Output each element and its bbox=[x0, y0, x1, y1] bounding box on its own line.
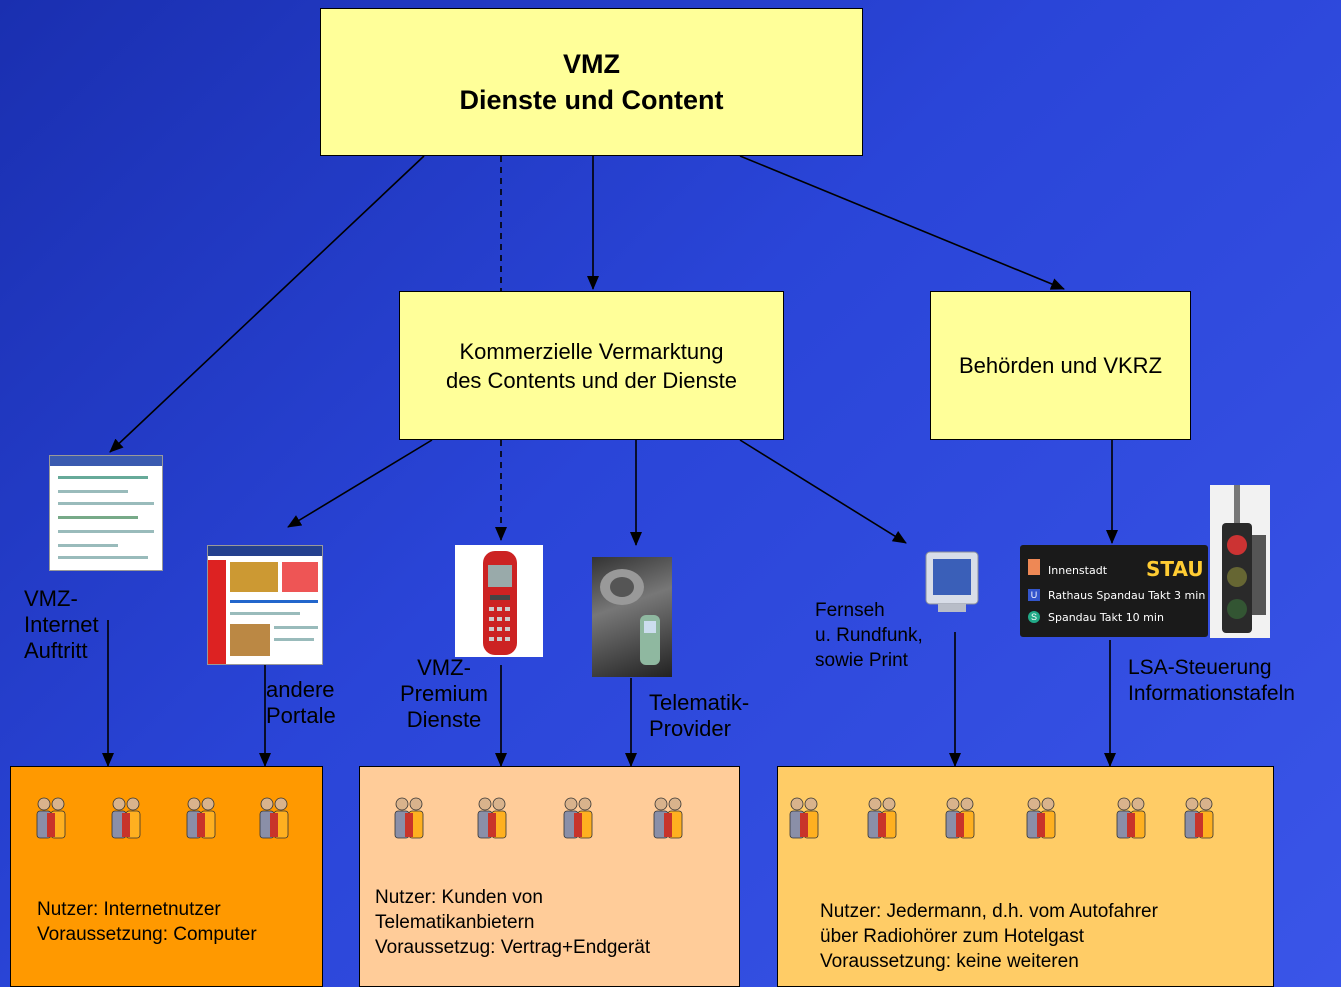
fernseh-label-line2: u. Rundfunk, bbox=[815, 625, 923, 646]
group-2-line2: Telematikanbietern bbox=[375, 912, 535, 933]
car-telematics-device-icon bbox=[592, 557, 672, 677]
tv-monitor-icon bbox=[924, 550, 980, 616]
board-line-3: Spandau Takt 10 min bbox=[1048, 611, 1164, 624]
user-group-icon bbox=[560, 796, 596, 840]
premium-label-line3: Dienste bbox=[406, 707, 482, 732]
traffic-light-icon bbox=[1210, 485, 1270, 638]
telematik-label-line1: Telematik- bbox=[649, 690, 750, 715]
lsa-label-line1: LSA-Steuerung bbox=[1128, 656, 1272, 679]
user-group-telematik: Nutzer: Kunden von Telematikanbietern Vo… bbox=[359, 766, 740, 987]
authorities-box: Behörden und VKRZ bbox=[930, 291, 1191, 440]
board-status: STAU bbox=[1146, 557, 1204, 581]
fernseh-label-line1: Fernseh bbox=[815, 600, 885, 621]
fernseh-channel-label: Fernseh u. Rundfunk, sowie Print bbox=[815, 598, 923, 673]
group-2-line1: Nutzer: Kunden von bbox=[375, 887, 543, 908]
user-group-icon bbox=[1023, 796, 1059, 840]
lsa-channel-label: LSA-Steuerung Informationstafeln bbox=[1128, 655, 1295, 707]
vmz-services-box: VMZ Dienste und Content bbox=[320, 8, 863, 156]
telematik-label-line2: Provider bbox=[649, 716, 731, 741]
user-group-icon bbox=[474, 796, 510, 840]
arrow-vmz-to-internet bbox=[109, 155, 425, 453]
premium-label-line1: VMZ- bbox=[417, 655, 471, 680]
portale-label-line2: Portale bbox=[266, 703, 336, 728]
group-2-line3: Voraussetzug: Vertrag+Endgerät bbox=[375, 937, 651, 958]
internet-channel-label: VMZ- Internet Auftritt bbox=[24, 586, 99, 664]
fernseh-label-line3: sowie Print bbox=[815, 650, 908, 671]
portale-channel-label: andere Portale bbox=[266, 677, 336, 729]
internet-label-line2: Internet bbox=[24, 612, 99, 637]
group-3-line2: über Radiohörer zum Hotelgast bbox=[820, 926, 1085, 947]
group-2-text: Nutzer: Kunden von Telematikanbietern Vo… bbox=[375, 885, 650, 960]
portal-screenshot-icon bbox=[207, 545, 323, 665]
user-group-icon bbox=[391, 796, 427, 840]
komm-box-line1: Kommerzielle Vermarktung bbox=[459, 338, 724, 364]
beh-box-label: Behörden und VKRZ bbox=[958, 352, 1163, 378]
user-group-icon bbox=[786, 796, 822, 840]
portale-label-line1: andere bbox=[266, 677, 335, 702]
premium-label-line2: Premium bbox=[400, 681, 489, 706]
user-group-icon bbox=[942, 796, 978, 840]
board-line-1: Innenstadt bbox=[1048, 564, 1108, 577]
user-group-icon bbox=[1113, 796, 1149, 840]
board-line-2: Rathaus Spandau Takt 3 min bbox=[1048, 589, 1206, 602]
internet-label-line3: Auftritt bbox=[24, 638, 88, 663]
commercial-marketing-box: Kommerzielle Vermarktung des Contents un… bbox=[399, 291, 784, 440]
group-1-line2: Voraussetzung: Computer bbox=[37, 924, 257, 945]
group-1-line1: Nutzer: Internetnutzer bbox=[37, 899, 221, 920]
arrow-vmz-to-behoerden bbox=[739, 155, 1065, 290]
group-3-text: Nutzer: Jedermann, d.h. vom Autofahrer ü… bbox=[820, 899, 1158, 974]
lsa-label-line2: Informationstafeln bbox=[1128, 682, 1295, 705]
user-group-icon bbox=[864, 796, 900, 840]
mobile-phone-icon bbox=[455, 545, 543, 657]
user-group-icon bbox=[1181, 796, 1217, 840]
user-group-icon bbox=[183, 796, 219, 840]
group-1-text: Nutzer: Internetnutzer Voraussetzung: Co… bbox=[37, 897, 257, 947]
group-3-line1: Nutzer: Jedermann, d.h. vom Autofahrer bbox=[820, 901, 1158, 922]
arrow-komm-to-fernseh bbox=[739, 439, 907, 544]
arrow-komm-to-portale bbox=[287, 439, 433, 528]
telematik-channel-label: Telematik- Provider bbox=[649, 690, 749, 742]
user-group-icon bbox=[108, 796, 144, 840]
internet-label-line1: VMZ- bbox=[24, 586, 78, 611]
browser-screenshot-icon bbox=[49, 455, 163, 571]
user-group-icon bbox=[33, 796, 69, 840]
user-group-icon bbox=[650, 796, 686, 840]
premium-channel-label: VMZ- Premium Dienste bbox=[400, 655, 488, 733]
group-3-line3: Voraussetzung: keine weiteren bbox=[820, 951, 1079, 972]
user-group-icon bbox=[256, 796, 292, 840]
komm-box-line2: des Contents und der Dienste bbox=[445, 367, 738, 393]
vmz-box-title: VMZ bbox=[563, 49, 620, 79]
vmz-box-subtitle: Dienste und Content bbox=[459, 85, 724, 115]
traffic-display-board-icon: Innenstadt STAU U Rathaus Spandau Takt 3… bbox=[1020, 545, 1208, 637]
